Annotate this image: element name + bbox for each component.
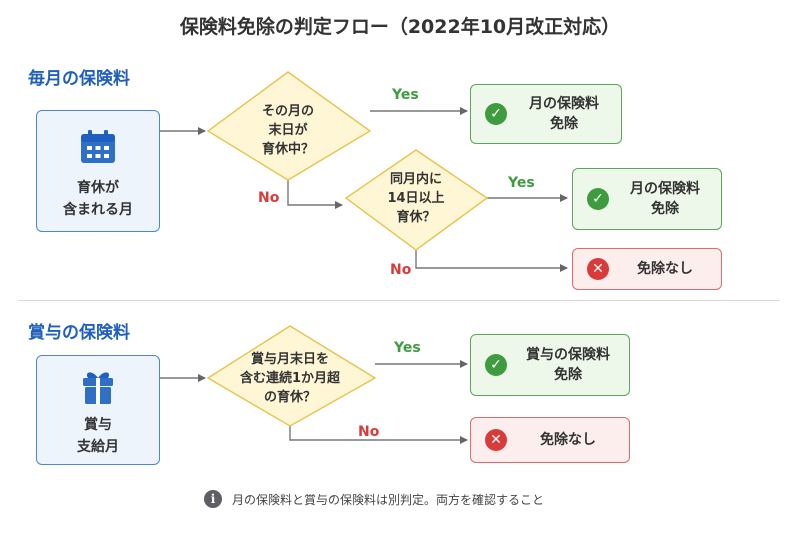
arrow-q1-no	[287, 180, 343, 209]
result-monthly-none: ✕ 免除なし	[572, 248, 722, 290]
check-icon: ✓	[587, 188, 609, 210]
bonus-connectors	[160, 360, 468, 444]
start-label-bonus: 賞与 支給月	[77, 417, 119, 455]
decision-diamond-q1	[206, 71, 372, 181]
section-divider	[18, 300, 780, 301]
result-text: 免除なし	[540, 432, 596, 448]
yes-label-q2: Yes	[508, 175, 535, 191]
check-icon: ✓	[485, 103, 507, 125]
section-heading-bonus: 賞与の保険料	[28, 323, 130, 343]
result-text: 免除なし	[637, 261, 693, 277]
no-label-bonus: No	[358, 424, 380, 440]
cross-icon: ✕	[485, 429, 507, 451]
yes-label-bonus: Yes	[394, 340, 421, 356]
cross-icon: ✕	[587, 258, 609, 280]
arrow-bonus-no	[289, 426, 468, 444]
start-node-bonus: 賞与 支給月	[36, 355, 160, 465]
calendar-icon	[78, 129, 118, 165]
result-monthly-exempt-2: ✓ 月の保険料 免除	[572, 168, 722, 230]
footer-note: i 月の保険料と賞与の保険料は別判定。両方を確認すること	[204, 490, 544, 508]
decision-bonus-text: 賞与月末日を 含む連続1か月超 の育休？	[239, 352, 341, 405]
note-text: 月の保険料と賞与の保険料は別判定。両方を確認すること	[232, 492, 545, 507]
arrow-q2-no	[415, 250, 568, 272]
info-icon: i	[204, 490, 222, 508]
gift-icon	[78, 366, 118, 406]
decision-diamond-q2	[344, 149, 489, 251]
check-icon: ✓	[485, 354, 507, 376]
result-monthly-exempt-1: ✓ 月の保険料 免除	[470, 84, 622, 144]
monthly-connectors	[160, 107, 568, 272]
decision-diamond-bonus-q	[206, 325, 377, 427]
result-bonus-none: ✕ 免除なし	[470, 417, 630, 463]
decision-q1-text: その月の 末日が 育休中？	[261, 104, 314, 157]
result-text: 賞与の保険料 免除	[526, 347, 610, 383]
start-label-monthly: 育休が 含まれる月	[63, 180, 133, 218]
decision-q2-text: 同月内に 14日以上 育休？	[387, 172, 445, 225]
yes-label-q1: Yes	[392, 87, 419, 103]
page-title: 保険料免除の判定フロー（2022年10月改正対応）	[179, 16, 621, 38]
result-text: 月の保険料 免除	[630, 181, 700, 217]
no-label-q2: No	[390, 262, 412, 278]
result-text: 月の保険料 免除	[529, 96, 599, 132]
start-node-monthly: 育休が 含まれる月	[36, 110, 160, 232]
result-bonus-exempt: ✓ 賞与の保険料 免除	[470, 334, 630, 396]
section-heading-monthly: 毎月の保険料	[28, 69, 130, 89]
no-label-q1: No	[258, 190, 280, 206]
